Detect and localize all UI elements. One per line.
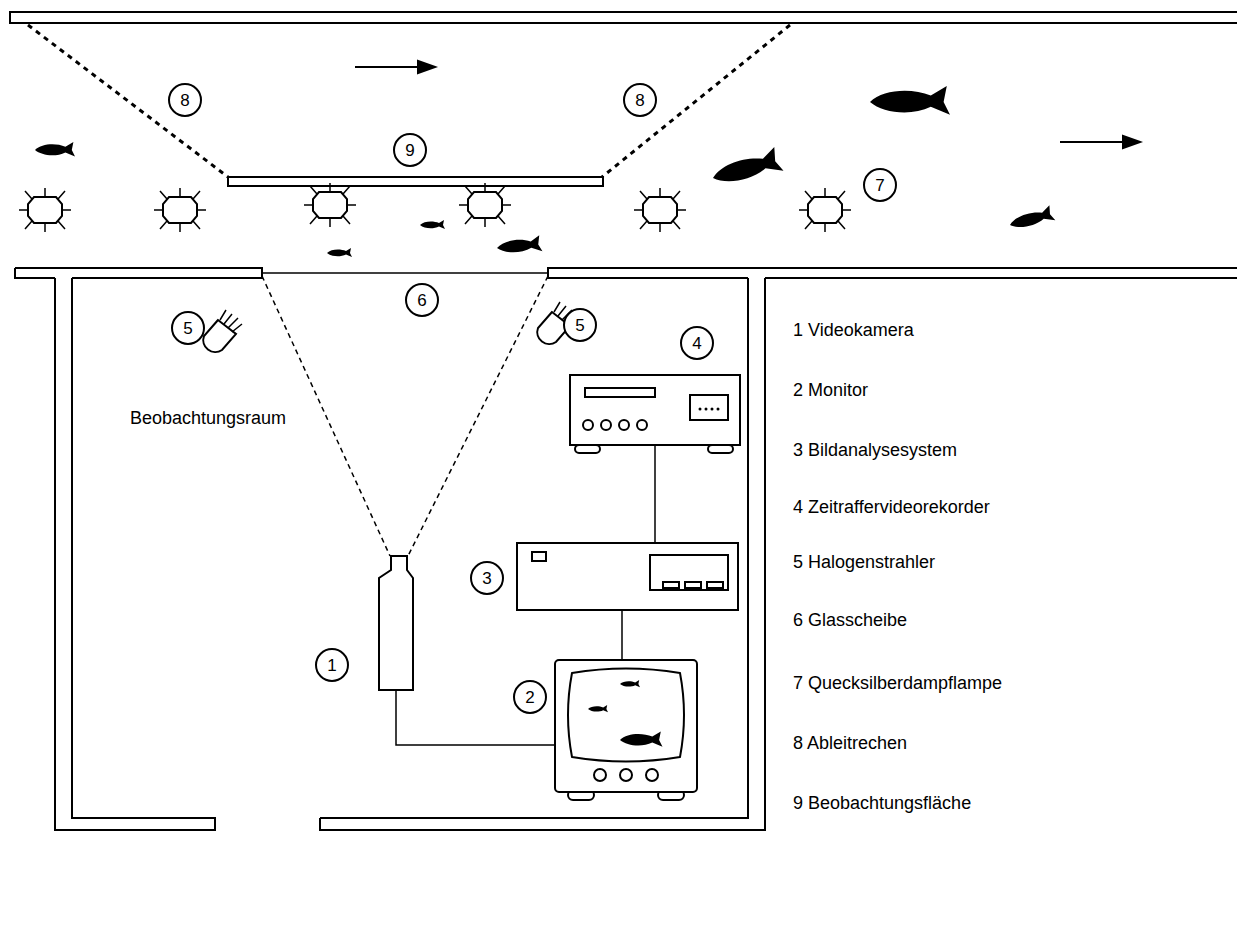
legend-entry: 6 Glasscheibe <box>793 610 907 632</box>
callout-text: 6 <box>417 292 426 309</box>
callout-number: 5 <box>563 308 597 342</box>
legend-entry: 8 Ableitrechen <box>793 733 907 755</box>
legend-entry: 3 Bildanalysesystem <box>793 440 957 462</box>
callout-number: 5 <box>171 311 205 345</box>
channel-wall <box>10 12 1237 278</box>
legend-entry: 1 Videokamera <box>793 320 914 342</box>
callout-text: 5 <box>183 320 192 337</box>
callout-text: 8 <box>635 92 644 109</box>
callout-number: 1 <box>315 648 349 682</box>
glass-pane <box>262 272 548 274</box>
callout-text: 9 <box>405 142 414 159</box>
callout-text: 1 <box>327 657 336 674</box>
callout-number: 6 <box>405 283 439 317</box>
callout-text: 4 <box>692 335 701 352</box>
observation-plate <box>228 177 603 186</box>
legend-entry: 5 Halogenstrahler <box>793 552 935 574</box>
time-lapse-recorder <box>570 375 740 453</box>
callout-number: 4 <box>680 326 714 360</box>
legend-entry: 9 Beobachtungsfläche <box>793 793 971 815</box>
callout-text: 8 <box>180 92 189 109</box>
image-analysis-system <box>517 543 738 610</box>
callout-number: 9 <box>393 133 427 167</box>
halogen-lamp <box>203 302 576 352</box>
callout-text: 7 <box>875 177 884 194</box>
video-camera <box>379 556 413 690</box>
legend-entry: 7 Quecksilberdampflampe <box>793 673 1002 695</box>
legend-entry: 4 Zeitraffervideorekorder <box>793 497 990 519</box>
callout-text: 2 <box>525 689 534 706</box>
mercury-lamp <box>19 183 851 232</box>
callout-number: 8 <box>168 83 202 117</box>
legend-entry: 2 Monitor <box>793 380 868 402</box>
callout-number: 8 <box>623 83 657 117</box>
callout-number: 7 <box>863 168 897 202</box>
callout-text: 5 <box>575 317 584 334</box>
room-label: Beobachtungsraum <box>130 408 286 430</box>
callout-number: 3 <box>470 561 504 595</box>
monitor <box>555 660 697 800</box>
room-wall <box>55 278 765 830</box>
callout-number: 2 <box>513 680 547 714</box>
diversion-rake <box>28 25 790 177</box>
flow-arrow <box>355 61 1140 148</box>
camera-view <box>262 276 548 556</box>
callout-text: 3 <box>482 570 491 587</box>
